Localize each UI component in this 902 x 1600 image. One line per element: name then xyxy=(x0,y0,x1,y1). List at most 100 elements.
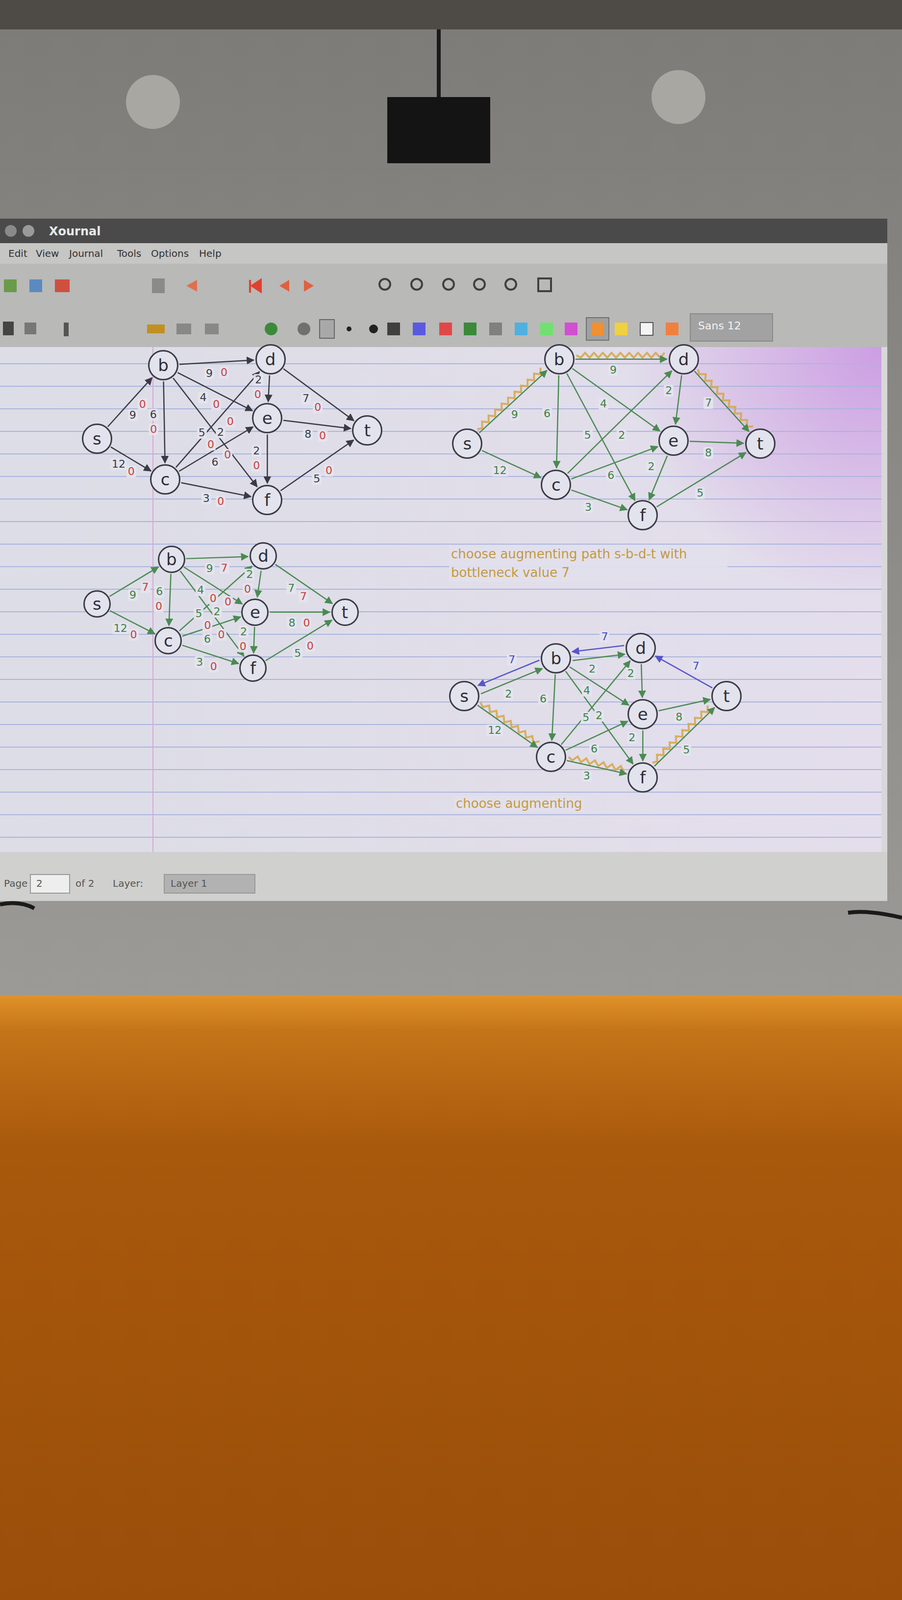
flow-value: 0 xyxy=(148,423,159,436)
zoom-icon xyxy=(443,278,454,290)
capacity-label: 9 xyxy=(127,409,138,422)
node-circle: d xyxy=(249,542,277,570)
capacity-label: 2 xyxy=(663,384,674,397)
node-letter: c xyxy=(160,471,171,488)
color-swatch xyxy=(439,322,452,336)
color-swatch xyxy=(640,322,653,336)
node-letter: t xyxy=(756,435,764,452)
window-text: Layer 1 xyxy=(170,877,208,890)
tool-icon xyxy=(186,279,198,292)
capacity-label: 3 xyxy=(194,656,205,669)
capacity-label: 6 xyxy=(542,407,552,420)
flow-arc xyxy=(180,571,245,657)
node-letter: e xyxy=(668,432,679,450)
tool-icon xyxy=(250,279,261,293)
annotation-note: choose augmenting xyxy=(453,796,585,812)
flow-arc xyxy=(179,360,254,365)
flow-value: 0 xyxy=(216,628,227,641)
flow-value: 0 xyxy=(312,401,323,414)
flow-value: 0 xyxy=(317,429,328,442)
capacity-label: 6 xyxy=(209,456,220,469)
flow-value: 0 xyxy=(211,398,222,411)
path-highlight xyxy=(576,352,665,358)
window-text: Help xyxy=(199,247,222,260)
node-letter: t xyxy=(341,603,349,621)
flow-arc xyxy=(268,375,270,402)
zoom-icon xyxy=(538,278,552,292)
node-circle: b xyxy=(157,545,186,574)
tool-icon xyxy=(297,322,311,336)
edge-layer xyxy=(107,359,750,775)
tool-icon xyxy=(29,279,43,293)
node-letter: b xyxy=(553,350,565,368)
window-text: Layer: xyxy=(112,877,144,890)
tool-icon xyxy=(369,324,378,334)
ruled-line xyxy=(0,836,882,838)
zoom-icon xyxy=(411,278,423,290)
capacity-label: 2 xyxy=(626,667,636,680)
tool-icon xyxy=(54,279,70,293)
flow-arc xyxy=(186,556,249,559)
ruled-line xyxy=(0,521,882,523)
node-circle: f xyxy=(627,762,658,793)
node-circle: e xyxy=(658,425,689,456)
capacity-label: 7 xyxy=(286,582,297,595)
screen-hook xyxy=(0,902,35,909)
flow-value: 0 xyxy=(242,583,253,596)
tool-icon xyxy=(346,326,352,332)
ruled-line xyxy=(0,611,882,613)
color-swatch xyxy=(387,322,401,336)
ruled-line xyxy=(0,385,882,387)
color-swatch-frame xyxy=(586,317,609,341)
node-letter: f xyxy=(250,659,256,677)
flow-value: 0 xyxy=(251,459,262,472)
ruled-line xyxy=(0,746,882,748)
capacity-label: 2 xyxy=(646,460,656,473)
capacity-label: 12 xyxy=(110,458,127,471)
zoom-icon xyxy=(505,278,517,290)
node-letter: e xyxy=(637,705,649,723)
desk-panel xyxy=(0,995,902,1600)
node-letter: s xyxy=(459,687,469,705)
capacity-label: 12 xyxy=(112,622,129,635)
path-highlight xyxy=(480,702,540,743)
tool-icon xyxy=(24,322,37,335)
page-tint xyxy=(0,347,882,852)
capacity-label: 9 xyxy=(204,562,215,575)
capacity-label: 9 xyxy=(509,408,520,421)
flow-arc xyxy=(280,440,354,491)
tool-icon xyxy=(63,322,69,337)
capacity-label: 6 xyxy=(605,469,616,482)
page-canvas xyxy=(0,347,882,852)
capacity-label: 4 xyxy=(198,391,208,404)
capacity-label: 2 xyxy=(626,731,637,744)
window-text: Edit xyxy=(8,247,28,260)
window-text: Page xyxy=(3,877,28,890)
color-swatch xyxy=(412,322,426,336)
flow-arc xyxy=(269,611,330,614)
window-text: View xyxy=(35,247,59,260)
capacity-label: 2 xyxy=(244,568,255,581)
flow-value: 0 xyxy=(252,388,263,401)
flow-value: 7 xyxy=(298,590,309,603)
node-letter: e xyxy=(250,603,261,621)
node-letter: f xyxy=(639,769,646,786)
ruled-line xyxy=(0,656,882,658)
font-button xyxy=(690,313,773,342)
window-text: Xournal xyxy=(49,224,101,239)
flow-arc xyxy=(655,655,713,688)
flow-value: 0 xyxy=(128,628,139,641)
capacity-label: 5 xyxy=(197,426,207,439)
path-highlight xyxy=(698,369,753,427)
node-letter: f xyxy=(264,491,271,509)
ruled-line xyxy=(0,566,882,568)
node-letter: b xyxy=(157,356,169,374)
path-highlight xyxy=(477,367,541,430)
flow-arc xyxy=(551,674,556,741)
capacity-label: 4 xyxy=(195,584,206,597)
capacity-label: 3 xyxy=(581,770,592,782)
projection-wall xyxy=(0,29,902,998)
color-swatch xyxy=(614,322,628,336)
